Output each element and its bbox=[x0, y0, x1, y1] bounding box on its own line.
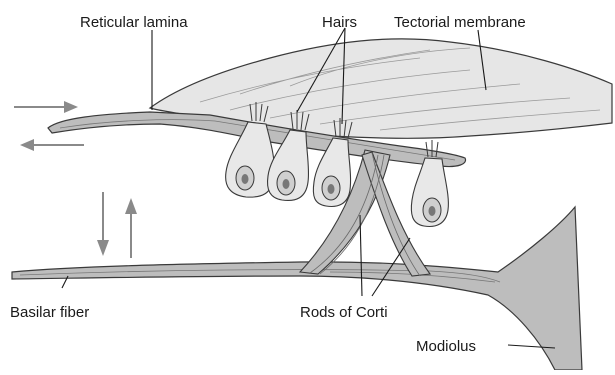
basilar-fiber bbox=[12, 207, 582, 370]
label-reticular-lamina: Reticular lamina bbox=[80, 14, 188, 31]
leader-rods-1 bbox=[360, 215, 362, 296]
label-tectorial-membrane: Tectorial membrane bbox=[394, 14, 526, 31]
up-down-arrows-icon bbox=[97, 192, 137, 258]
label-rods-of-corti: Rods of Corti bbox=[300, 304, 388, 321]
label-hairs: Hairs bbox=[322, 14, 357, 31]
label-modiolus: Modiolus bbox=[416, 338, 476, 355]
label-basilar-fiber: Basilar fiber bbox=[10, 304, 89, 321]
